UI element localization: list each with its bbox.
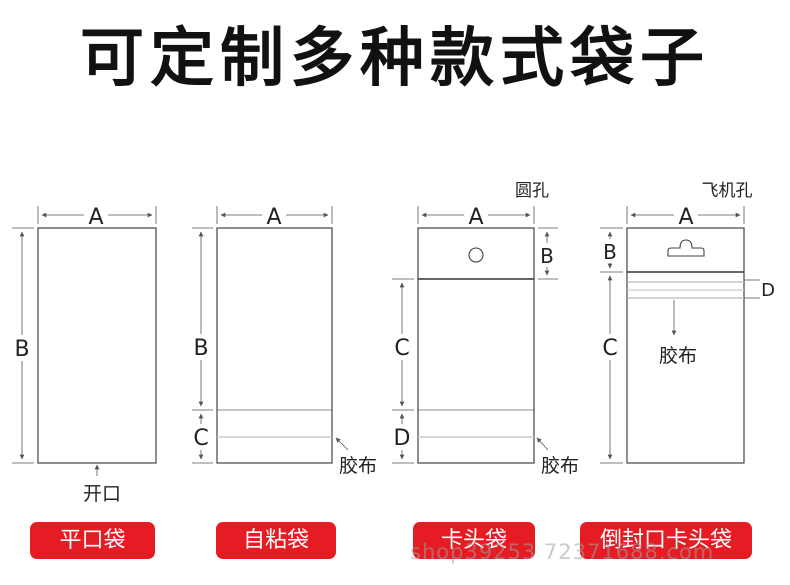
self-seal-bag-outline [216,227,333,464]
header-bag-outline [417,227,535,464]
self-seal-c-label: C [193,426,208,451]
header-bag-tape-label: 胶布 [541,455,579,477]
open-mouth-label: 开口 [83,483,121,505]
reverse-seal-bag-diagram: 飞机孔 A B C D 胶布 [599,181,775,464]
self-seal-bag-diagram: A B C 胶布 [190,203,377,477]
reverse-seal-d-label: D [761,280,775,301]
flat-bag-outline [37,227,157,464]
header-bag-b-label: B [540,244,554,268]
header-bag-diagram: 圆孔 A B C D 胶布 [391,181,579,477]
reverse-seal-bag-outline [626,227,745,464]
watermark: shop39253 72371688.com [410,540,715,564]
reverse-seal-c-label: C [602,336,617,361]
self-seal-a-label: A [266,205,281,230]
page-title: 可定制多种款式袋子 [80,22,710,96]
bag-type-header: 卡头袋 [413,522,535,559]
flat-bag-diagram: A B 开口 [11,203,157,505]
header-bag-c-label: C [394,336,409,361]
reverse-seal-tape-label: 胶布 [659,345,697,367]
bag-type-flat: 平口袋 [30,522,155,559]
reverse-seal-b-label: B [603,240,617,264]
flat-bag-b-label: B [14,337,29,362]
bag-type-self-seal: 自粘袋 [216,522,336,559]
header-bag-a-label: A [468,205,483,230]
round-hole [468,247,484,263]
flat-bag-a-label: A [88,205,103,230]
reverse-seal-a-label: A [678,205,693,230]
airplane-hole-label: 飞机孔 [702,181,753,201]
round-hole-label: 圆孔 [515,181,549,201]
self-seal-tape-label: 胶布 [339,455,377,477]
self-seal-b-label: B [193,336,208,361]
airplane-hole [667,239,705,257]
header-bag-d-label: D [394,426,411,451]
bag-type-reverse-seal-header: 倒封口卡头袋 [580,522,752,559]
